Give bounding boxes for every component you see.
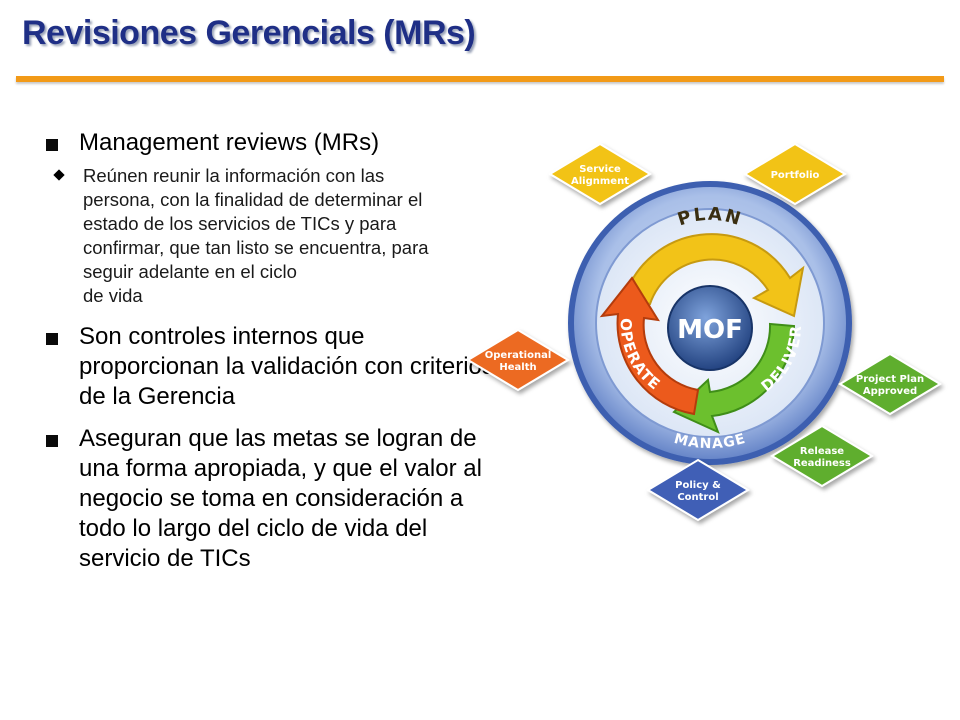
deliver-arrow [672,322,796,434]
review-label: Policy & [675,480,721,491]
bullet-line: Aseguran que las metas se logran de [79,425,477,452]
slide-title: Revisiones Gerencials (MRs) [22,14,476,52]
mof-label: MOF [677,315,743,345]
review-label: Alignment [571,176,629,187]
review-label: Health [499,362,536,373]
review-label: Approved [863,386,917,397]
review-label: Service [579,164,621,175]
bullet-line: proporcionan la validación con criterios [79,353,494,380]
bullet-line: de la Gerencia [79,383,236,410]
review-label: Release [800,446,844,457]
mof-core [667,285,753,371]
review-diamond: Policy &Control [646,458,750,522]
bullet-line: todo lo largo del ciclo de vida del [79,515,428,542]
bullet-line: una forma apropiada, y que el valor al [79,455,482,482]
square-bullet-icon [46,139,58,151]
bullet-line: negocio se toma en consideración a [79,485,464,512]
bullet-line: Son controles internos que [79,323,365,350]
title-underline [16,76,944,82]
bullet-item: Management reviews (MRs) [46,128,546,158]
sub-bullet-line: de vida [83,285,143,306]
review-label: Readiness [793,458,851,469]
bullet-item: Son controles internos que proporcionan … [46,322,546,412]
square-bullet-icon [46,435,58,447]
review-diamond: Portfolio [743,142,847,206]
diamond-bullet-icon [53,169,65,181]
sub-bullet-line: confirmar, que tan listo se encuentra, p… [83,237,429,258]
bullet-line: servicio de TICs [79,545,251,572]
bullet-item: Aseguran que las metas se logran de una … [46,424,546,574]
square-bullet-icon [46,333,58,345]
mof-diagram-svg: MOF PLAN OPERATE DELIVER MANAGE ServiceA… [466,142,942,522]
sub-bullet-line: seguir adelante en el ciclo [83,261,297,282]
sub-bullet-line: estado de los servicios de TICs y para [83,213,397,234]
plan-arrow [622,233,805,318]
review-label: Project Plan [856,374,924,385]
review-label: Control [677,492,718,503]
review-label: Operational [485,350,552,361]
operate-arrow [599,276,700,416]
bullet-text: Management reviews (MRs) [79,129,380,156]
bullet-list: Management reviews (MRs) Reúnen reunir l… [46,128,546,574]
sub-bullet-line: persona, con la finalidad de determinar … [83,189,423,210]
review-label: Portfolio [771,170,820,181]
manage-label: MANAGE [672,431,748,452]
sub-bullet-item: Reúnen reunir la información con las per… [46,164,546,308]
sub-bullet-line: Reúnen reunir la información con las [83,165,385,186]
